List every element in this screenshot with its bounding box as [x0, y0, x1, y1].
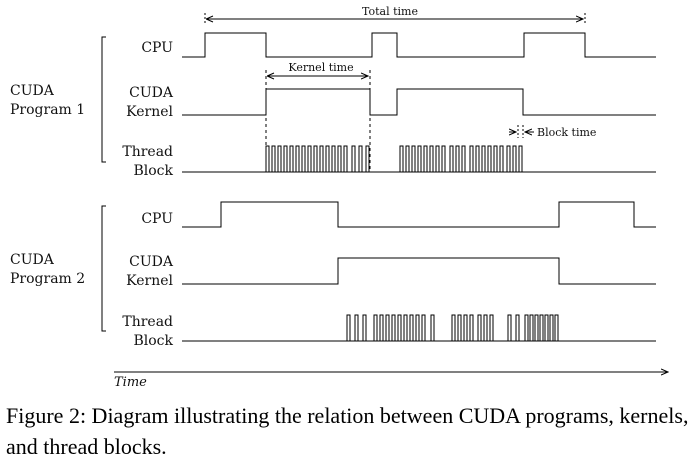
program-2-kernel-label-line1: CUDA — [129, 254, 174, 270]
program-2-block-pulse-11 — [415, 314, 420, 342]
program-1-block-pulse-17 — [365, 145, 370, 173]
program-1-block-pulse-12 — [331, 145, 336, 173]
program-2-block-pulse-29 — [554, 314, 559, 342]
program-2-kernel-timeline — [182, 257, 656, 285]
program-2-block-pulse-3 — [362, 314, 367, 342]
program-1-bracket — [101, 36, 106, 163]
program-2-block-pulse-12 — [421, 314, 426, 342]
program-1-block-pulse-30 — [475, 145, 480, 173]
program-1-block-pulse-20 — [411, 145, 416, 173]
timing-diagram: Total time CUDA Program 1 CPU Kernel tim… — [10, 4, 694, 390]
block-time-label: Block time — [537, 126, 596, 139]
program-2-block-pulse-13 — [430, 314, 435, 342]
program-2-block-pulses — [346, 314, 559, 342]
program-1-block-pulse-15 — [351, 145, 356, 173]
program-1-block-pulse-36 — [512, 145, 517, 173]
program-1-block-pulse-29 — [469, 145, 474, 173]
program-2-block-pulse-10 — [409, 314, 414, 342]
program-1-cpu-timeline — [182, 32, 656, 58]
program-1-block-pulse-13 — [337, 145, 342, 173]
program-2-block-pulse-4 — [373, 314, 378, 342]
program-1-block-pulse-18 — [399, 145, 404, 173]
program-1-block-pulse-35 — [506, 145, 511, 173]
program-1-block-pulse-1 — [265, 145, 270, 173]
program-2-block-pulse-28 — [549, 314, 554, 342]
program-2-block-label-line2: Block — [133, 333, 173, 349]
program-1-cpu-label: CPU — [141, 40, 173, 56]
program-2-block-pulse-18 — [477, 314, 482, 342]
program-2-block-pulse-5 — [379, 314, 384, 342]
program-1-block-pulses — [265, 145, 523, 173]
program-1-block-pulse-24 — [435, 145, 440, 173]
program-2-block-pulse-24 — [529, 314, 534, 342]
program-1-block-pulse-9 — [313, 145, 318, 173]
program-2-block-pulse-27 — [544, 314, 549, 342]
program-2-block-pulse-6 — [385, 314, 390, 342]
time-axis: Time — [114, 372, 668, 390]
program-2-block-pulse-21 — [507, 314, 512, 342]
program-1-block-pulse-28 — [461, 145, 466, 173]
program-1-block-pulse-38 — [518, 145, 523, 173]
program-2-kernel-label-line2: Kernel — [126, 273, 173, 289]
program-2-block-label-line1: Thread — [122, 314, 173, 330]
program-1-block-label-line1: Thread — [122, 144, 173, 160]
program-1-block-pulse-16 — [358, 145, 363, 173]
program-2-block-pulse-26 — [539, 314, 544, 342]
program-1-block-pulse-10 — [319, 145, 324, 173]
program-1-kernel-label-line2: Kernel — [126, 104, 173, 120]
program-1-block-pulse-2 — [271, 145, 276, 173]
program-1-block-pulse-6 — [295, 145, 300, 173]
program-2-bracket — [101, 205, 106, 332]
program-1-block-pulse-26 — [449, 145, 454, 173]
program-1-group: CUDA Program 1 CPU Kernel time CUDA Kern… — [10, 32, 656, 179]
program-2-block-pulse-16 — [463, 314, 468, 342]
program-1-block-pulse-5 — [289, 145, 294, 173]
program-1-block-pulse-34 — [499, 145, 504, 173]
program-1-block-pulse-4 — [283, 145, 288, 173]
program-2-block-pulse-2 — [354, 314, 359, 342]
program-1-label-line2: Program 1 — [10, 102, 85, 118]
block-time-annotation: Block time — [509, 125, 596, 139]
program-1-kernel-label-line1: CUDA — [129, 85, 174, 101]
program-1-block-pulse-22 — [423, 145, 428, 173]
program-1-block-pulse-31 — [481, 145, 486, 173]
program-1-block-pulse-33 — [493, 145, 498, 173]
program-2-group: CUDA Program 2 CPU CUDA Kernel Thread Bl… — [10, 201, 656, 349]
program-2-label-line2: Program 2 — [10, 271, 85, 287]
program-2-block-pulse-19 — [483, 314, 488, 342]
program-1-block-pulse-23 — [429, 145, 434, 173]
program-2-block-pulse-17 — [469, 314, 474, 342]
program-1-block-pulse-3 — [277, 145, 282, 173]
program-2-block-pulse-25 — [534, 314, 539, 342]
program-2-block-pulse-1 — [346, 314, 351, 342]
program-1-block-pulse-8 — [307, 145, 312, 173]
total-time-annotation: Total time — [204, 4, 586, 24]
program-2-cpu-timeline — [182, 201, 656, 228]
program-1-block-pulse-7 — [301, 145, 306, 173]
figure-caption: Figure 2: Diagram illustrating the relat… — [6, 403, 689, 459]
program-2-block-pulse-14 — [451, 314, 456, 342]
program-1-block-pulse-27 — [455, 145, 460, 173]
program-2-block-pulse-23 — [524, 314, 529, 342]
program-2-block-pulse-15 — [457, 314, 462, 342]
program-1-label-line1: CUDA — [10, 83, 55, 99]
program-2-block-pulse-22 — [515, 314, 520, 342]
total-time-label: Total time — [362, 5, 418, 18]
program-1-block-pulse-21 — [417, 145, 422, 173]
program-1-block-label-line2: Block — [133, 163, 173, 179]
program-1-kernel-timeline — [182, 88, 656, 116]
program-2-block-pulse-7 — [391, 314, 396, 342]
program-1-block-pulse-32 — [487, 145, 492, 173]
kernel-time-label: Kernel time — [288, 61, 353, 74]
time-axis-label: Time — [114, 375, 147, 390]
program-2-cpu-label: CPU — [141, 211, 173, 227]
program-1-block-pulse-11 — [325, 145, 330, 173]
program-1-block-pulse-19 — [405, 145, 410, 173]
program-1-block-pulse-14 — [343, 145, 348, 173]
program-2-block-pulse-9 — [403, 314, 408, 342]
program-1-block-pulse-25 — [441, 145, 446, 173]
program-2-block-pulse-8 — [397, 314, 402, 342]
program-2-label-line1: CUDA — [10, 252, 55, 268]
program-2-block-pulse-20 — [489, 314, 494, 342]
